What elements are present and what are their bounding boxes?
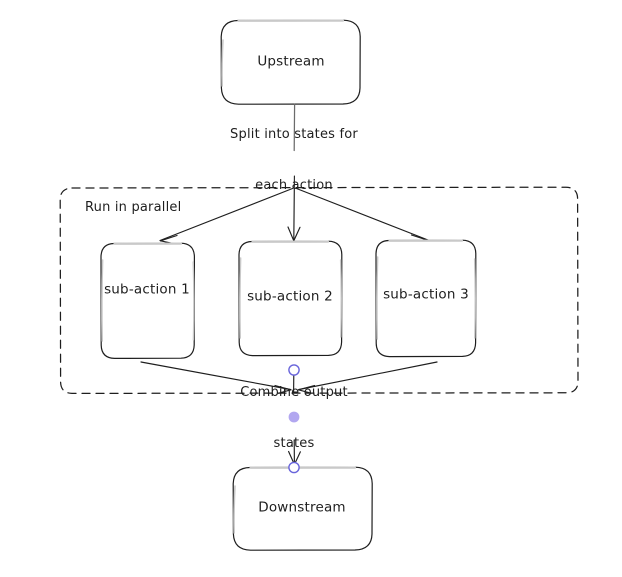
edge-split-to-sub-action-1	[159, 187, 294, 245]
edge-sub-action-3-to-combine	[297, 361, 438, 394]
node-downstream-shape[interactable]	[232, 466, 373, 551]
node-upstream-shape[interactable]	[220, 19, 361, 105]
edge-combine-to-downstream	[288, 439, 301, 466]
node-sub-action-2-shape[interactable]	[238, 240, 343, 357]
downstream-entry-circle-icon	[288, 461, 300, 474]
node-sub-action-3-shape[interactable]	[375, 239, 477, 358]
edge-sub-action-1-to-combine	[140, 361, 292, 394]
node-sub-action-1-shape[interactable]	[100, 242, 196, 360]
parallel-group-container	[59, 186, 579, 395]
combine-point-circle-icon	[288, 364, 300, 376]
midpoint-dot-icon	[288, 411, 300, 423]
edge-split-to-sub-action-2	[287, 188, 301, 242]
edge-split-to-sub-action-3	[295, 187, 429, 244]
